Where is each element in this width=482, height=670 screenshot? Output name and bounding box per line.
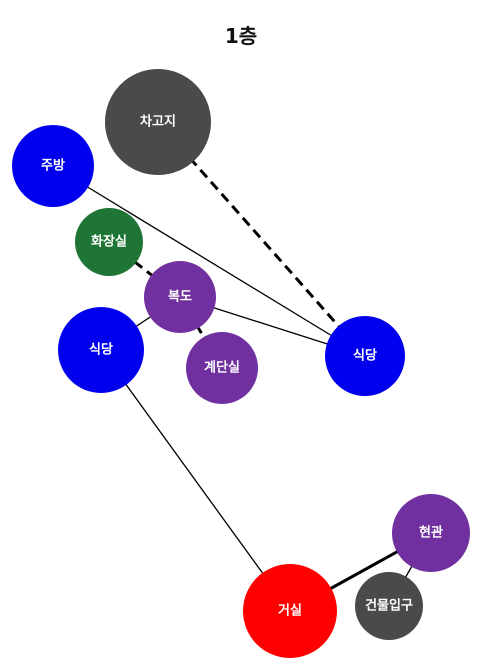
node-circle-kitchen bbox=[12, 125, 94, 207]
node-label-building-entrance: 건물입구 bbox=[365, 598, 413, 614]
node-restroom: 화장실 bbox=[75, 208, 143, 276]
node-circle-living-room bbox=[243, 564, 337, 658]
node-kitchen: 주방 bbox=[12, 125, 94, 207]
node-label-dining-right: 식당 bbox=[353, 348, 377, 364]
node-circle-dining-right bbox=[325, 316, 405, 396]
node-living-room: 거실 bbox=[243, 564, 337, 658]
node-hallway: 복도 bbox=[144, 261, 216, 333]
node-dining-left: 식당 bbox=[58, 307, 144, 393]
node-dining-right: 식당 bbox=[325, 316, 405, 396]
node-garage: 차고지 bbox=[105, 69, 211, 175]
node-entrance: 현관 bbox=[392, 494, 470, 572]
node-circle-stairs bbox=[186, 332, 258, 404]
node-building-entrance: 건물입구 bbox=[355, 572, 423, 640]
diagram-title: 1층 bbox=[224, 24, 258, 48]
node-label-stairs: 계단실 bbox=[204, 360, 240, 376]
node-label-garage: 차고지 bbox=[140, 114, 176, 130]
edge-dining-left-living-room bbox=[100, 349, 291, 612]
node-label-hallway: 복도 bbox=[168, 290, 192, 305]
node-label-entrance: 현관 bbox=[419, 525, 443, 541]
node-circle-entrance bbox=[392, 494, 470, 572]
node-label-restroom: 화장실 bbox=[91, 234, 127, 250]
node-circle-building-entrance bbox=[355, 572, 423, 640]
node-circle-restroom bbox=[75, 208, 143, 276]
edge-kitchen-dining-right bbox=[52, 165, 366, 357]
node-label-living-room: 거실 bbox=[278, 603, 302, 619]
node-label-dining-left: 식당 bbox=[89, 342, 113, 358]
node-circle-dining-left bbox=[58, 307, 144, 393]
node-stairs: 계단실 bbox=[186, 332, 258, 404]
node-circle-garage bbox=[105, 69, 211, 175]
node-circle-hallway bbox=[144, 261, 216, 333]
node-label-kitchen: 주방 bbox=[41, 158, 65, 174]
